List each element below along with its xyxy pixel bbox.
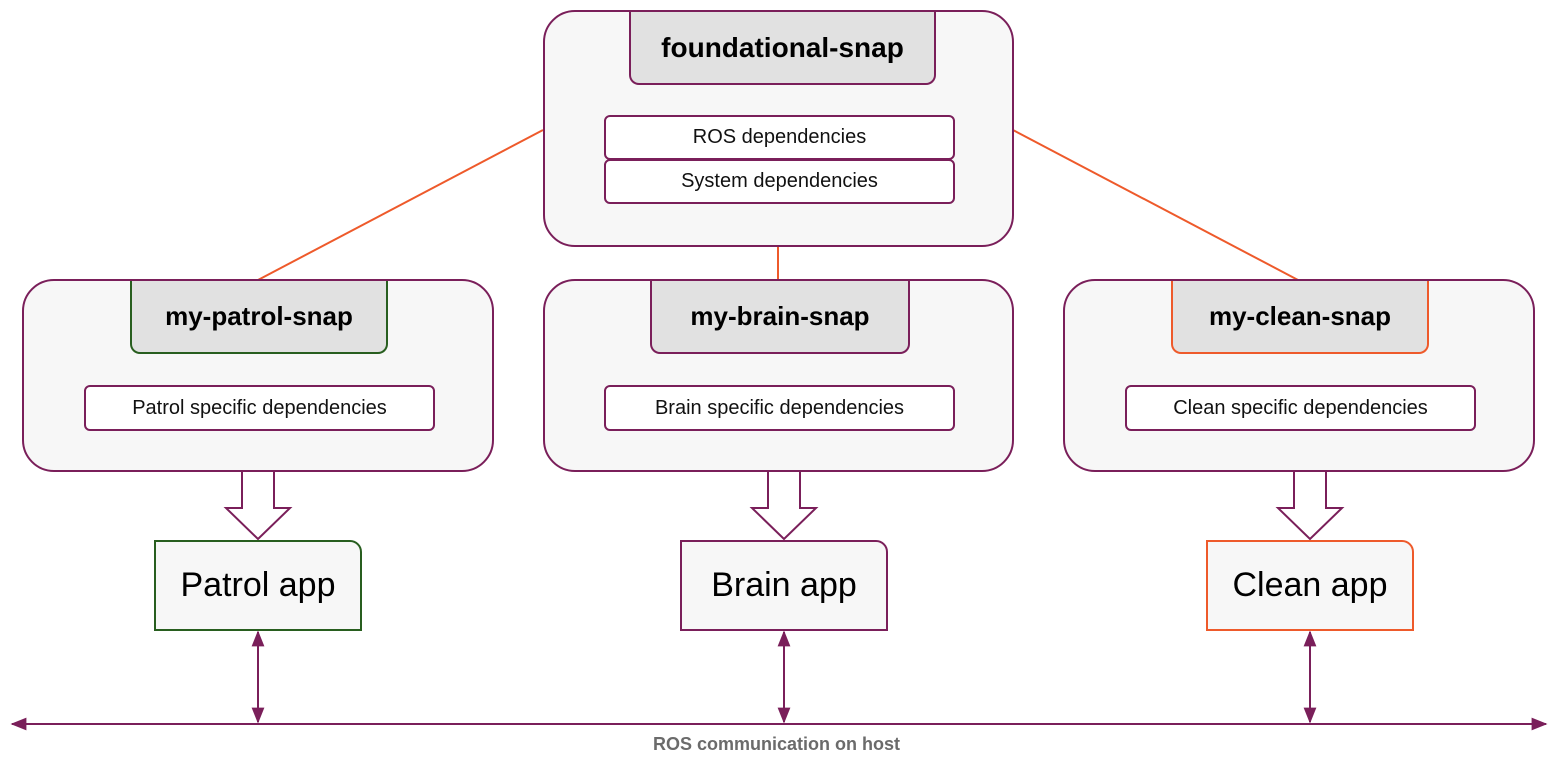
link-foundational-clean [1012,129,1299,281]
brain-dependencies-box: Brain specific dependencies [604,385,955,431]
clean-snap-title: my-clean-snap [1171,281,1429,354]
patrol-dependencies-box: Patrol specific dependencies [84,385,435,431]
clean-app-box: Clean app [1206,540,1414,631]
clean-dependencies-box: Clean specific dependencies [1125,385,1476,431]
patrol-app-box: Patrol app [154,540,362,631]
patrol-snap-box: my-patrol-snap Patrol specific dependenc… [22,279,494,472]
clean-snap-box: my-clean-snap Clean specific dependencie… [1063,279,1535,472]
ros-dependencies-box: ROS dependencies [604,115,955,160]
build-arrow-clean [1275,470,1345,541]
foundational-snap-title: foundational-snap [629,12,936,85]
brain-app-box: Brain app [680,540,888,631]
build-arrow-patrol [223,470,293,541]
foundational-snap-box: foundational-snap ROS dependencies Syste… [543,10,1014,247]
build-arrow-brain [749,470,819,541]
brain-snap-title: my-brain-snap [650,281,910,354]
brain-snap-box: my-brain-snap Brain specific dependencie… [543,279,1014,472]
link-foundational-patrol [257,129,544,281]
patrol-snap-title: my-patrol-snap [130,281,388,354]
system-dependencies-box: System dependencies [604,159,955,204]
ros-bus-label: ROS communication on host [652,734,900,754]
